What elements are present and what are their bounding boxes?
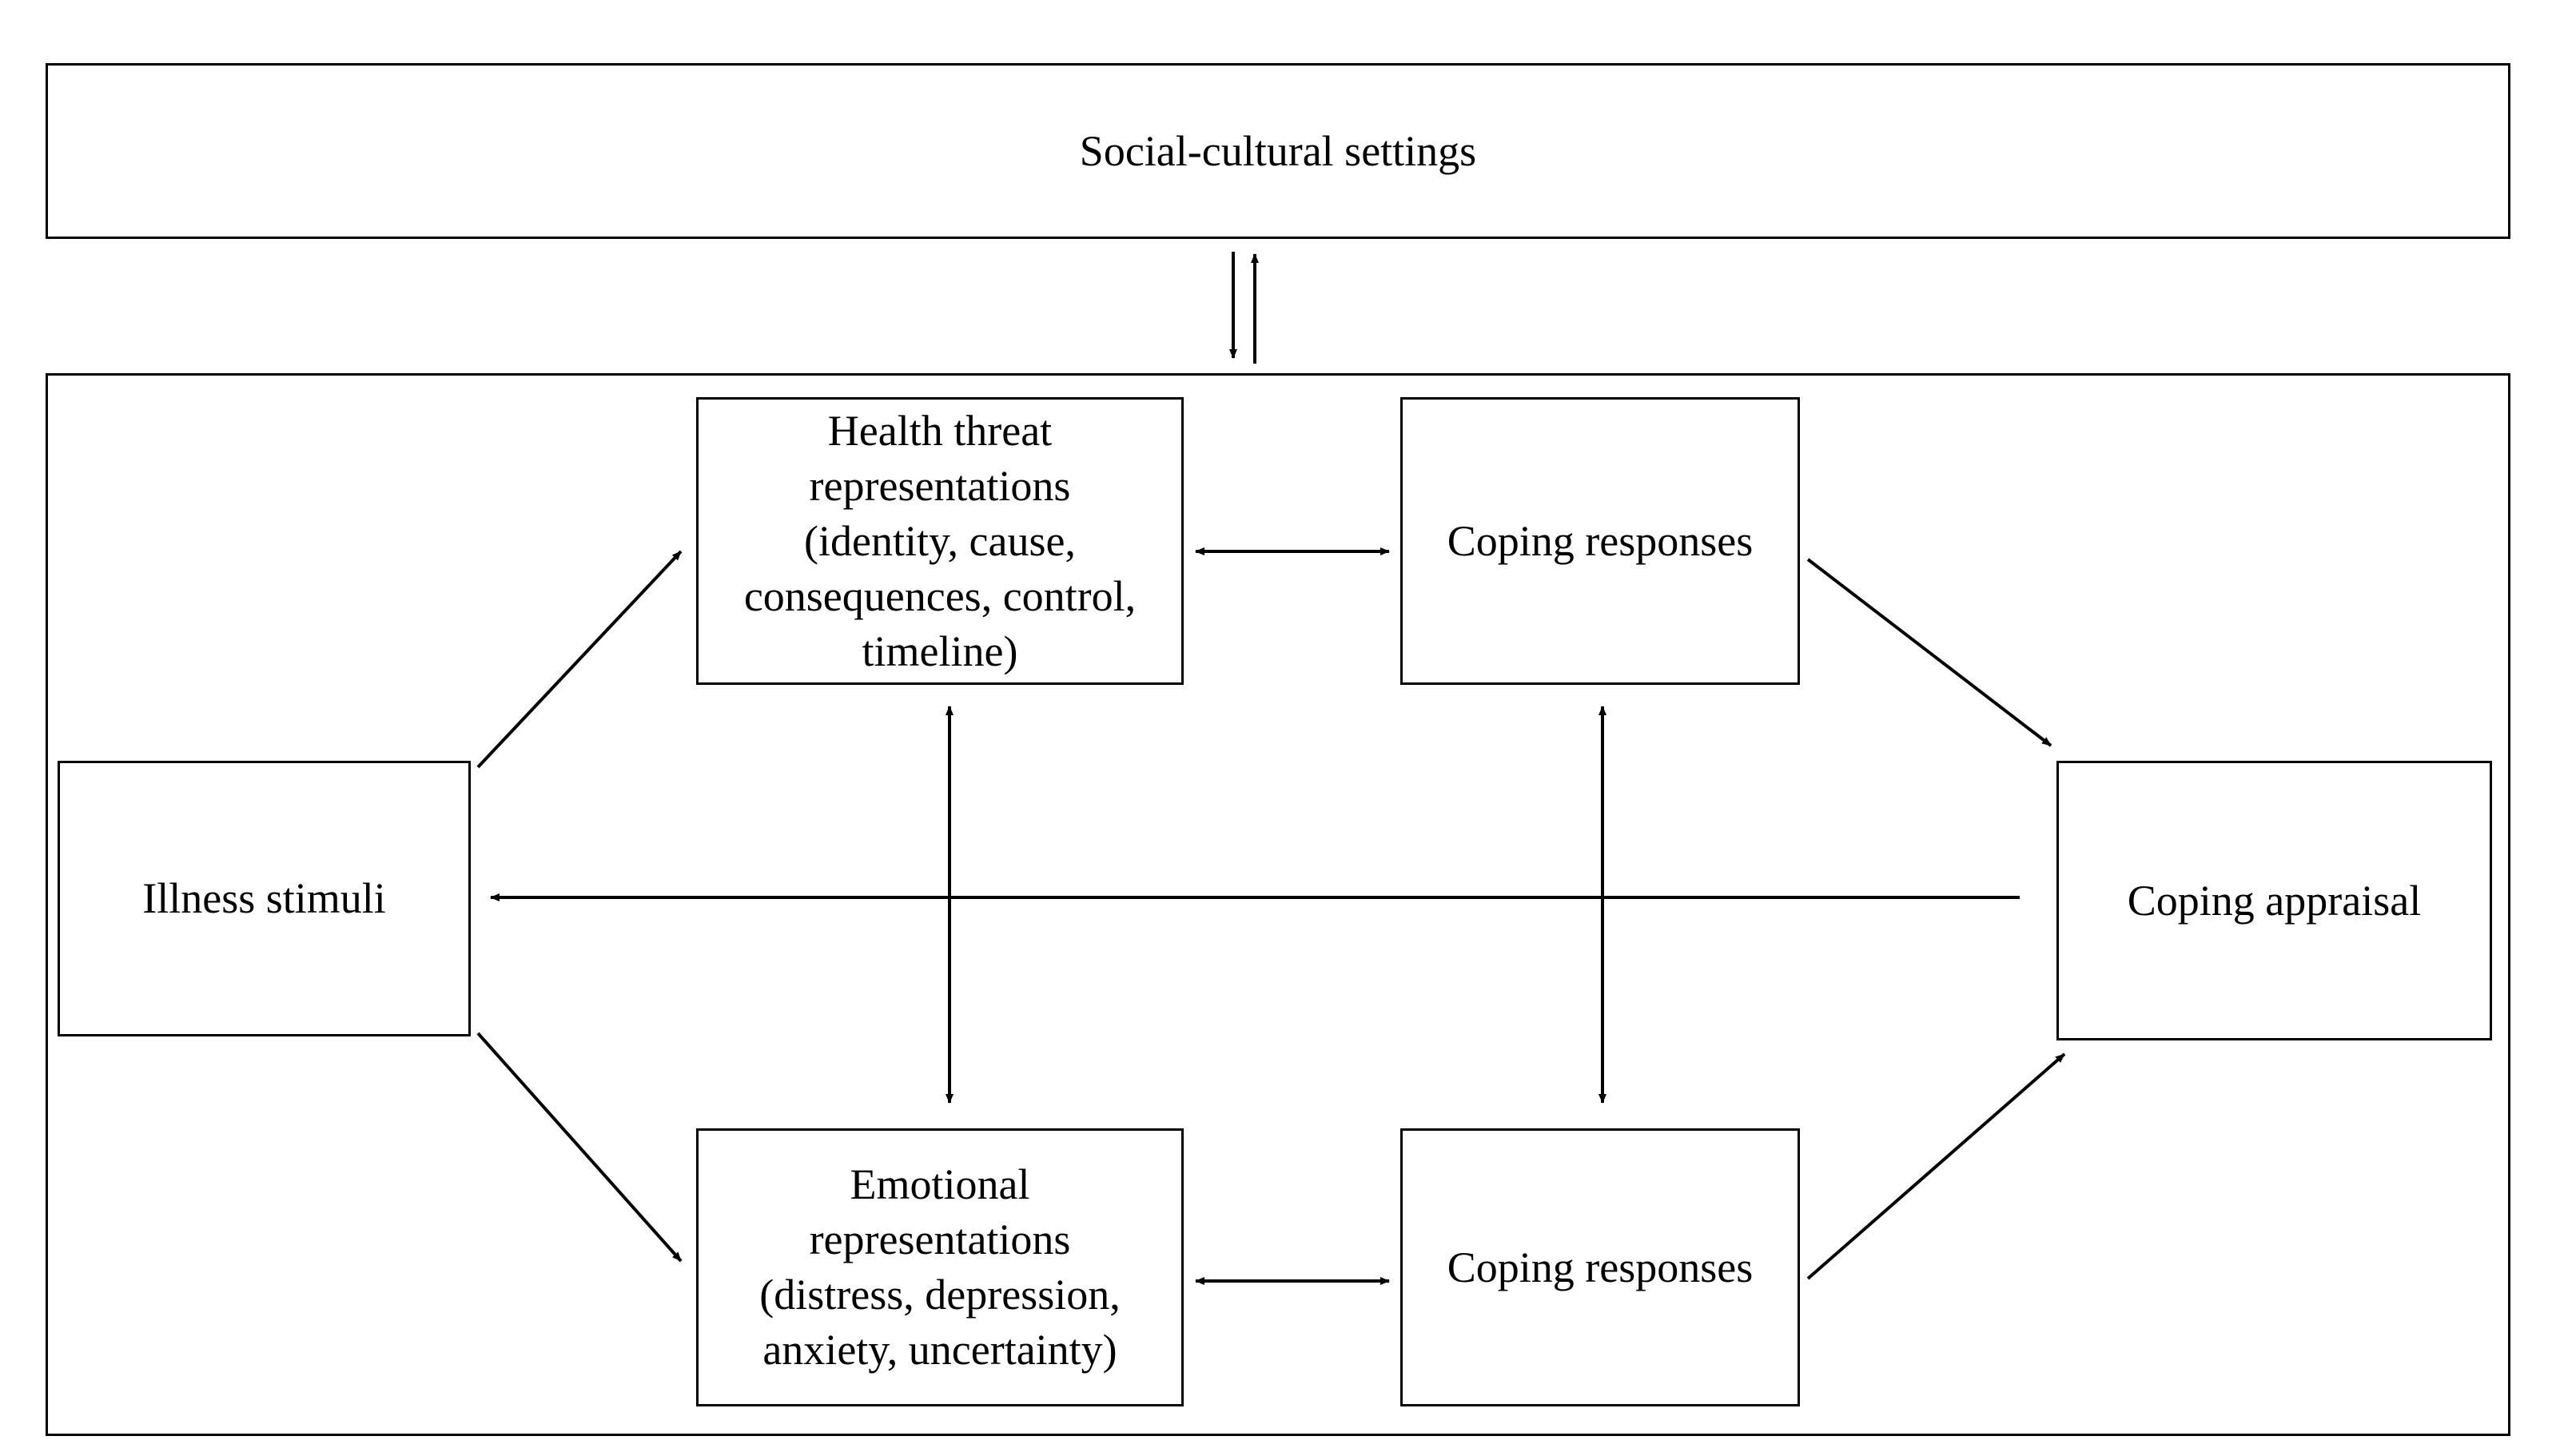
social-cultural-frame: Social-cultural settings [46, 63, 2510, 239]
arrow-stimuli-to-emotional [476, 1032, 683, 1263]
health-threat-box: Health threat representations (identity,… [696, 397, 1184, 685]
emotional-representations-label: Emotional representations (distress, dep… [759, 1160, 1121, 1374]
illness-stimuli-label: Illness stimuli [142, 874, 386, 922]
emotional-representations-box: Emotional representations (distress, dep… [696, 1128, 1184, 1406]
coping-responses-top-label: Coping responses [1447, 516, 1754, 565]
arrow-coping-top-to-appraisal [1806, 558, 2052, 747]
social-cultural-settings-label: Social-cultural settings [1079, 126, 1477, 175]
health-threat-label: Health threat representations (identity,… [743, 406, 1137, 675]
coping-responses-bottom-label: Coping responses [1447, 1243, 1754, 1291]
process-frame [46, 373, 2510, 1436]
arrow-coping-bottom-to-appraisal [1806, 1052, 2066, 1280]
coping-responses-top-box: Coping responses [1400, 397, 1800, 685]
arrow-stimuli-to-health-threat [476, 550, 683, 769]
coping-appraisal-box: Coping appraisal [2056, 761, 2492, 1040]
coping-responses-bottom-box: Coping responses [1400, 1128, 1800, 1406]
coping-appraisal-label: Coping appraisal [2127, 876, 2422, 925]
illness-stimuli-box: Illness stimuli [58, 761, 471, 1036]
